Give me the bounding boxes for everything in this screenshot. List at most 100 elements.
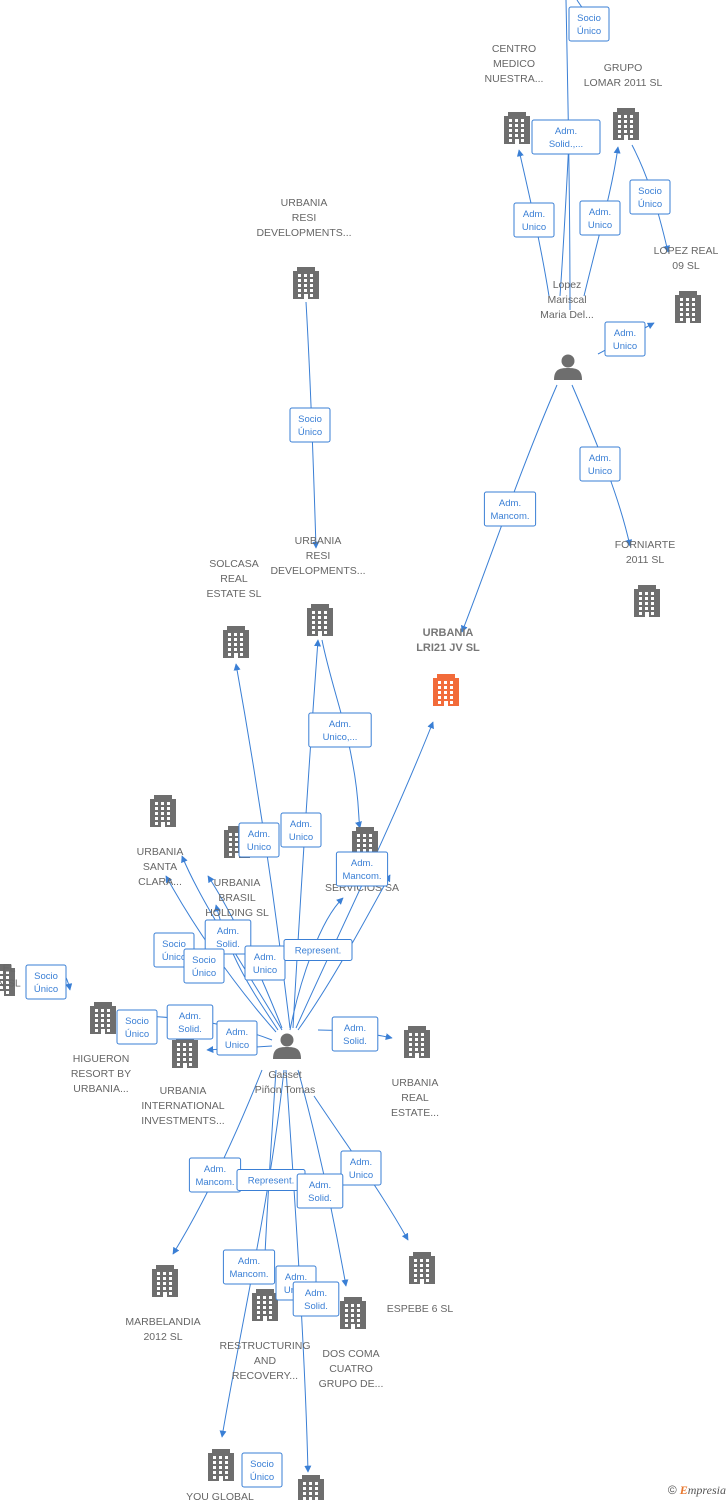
edge-label-text: Unico — [588, 466, 612, 477]
edge-label-text: Adm. — [589, 453, 611, 464]
node-label: INVESTMENTS... — [141, 1115, 224, 1127]
node-label: URBANIA — [392, 1077, 439, 1089]
edge-label-resi2_adm2: Adm.Unico — [280, 812, 322, 848]
edge-line — [321, 639, 362, 829]
edge-label-text: Adm. — [285, 1272, 307, 1283]
building-icon — [340, 1297, 366, 1329]
building-icon — [293, 267, 319, 299]
edge-label-text: Único — [577, 26, 601, 37]
node-label: DEVELOPMENTS... — [256, 227, 351, 239]
node-label: 09 SL — [672, 260, 700, 272]
node-elsl[interactable]: EL N SL — [0, 963, 21, 997]
edge-label-restructuring_solid: Adm.Solid. — [292, 1281, 340, 1317]
node-label: 2012 SL — [143, 1331, 182, 1343]
node-youglobal[interactable]: YOU GLOBAL — [186, 1449, 254, 1500]
edge-label-text: Adm. — [499, 498, 521, 509]
edge-label-text: Mancom. — [490, 511, 529, 522]
node-label: URBANIA — [214, 877, 261, 889]
edge-label-text: Único — [638, 199, 662, 210]
node-label: N SL — [0, 978, 21, 990]
edge-label-text: Socio — [162, 939, 186, 950]
node-bottom[interactable] — [298, 1475, 324, 1500]
edge-label-text: Socio — [638, 186, 662, 197]
person-icon — [273, 1033, 301, 1059]
building-icon — [152, 1265, 178, 1297]
node-label: RESTRUCTURING — [220, 1340, 311, 1352]
edge-label-text: Único — [298, 427, 322, 438]
edge-label-text: Adm. — [204, 1164, 226, 1175]
edge-label-text: Adm. — [614, 328, 636, 339]
node-label: REAL — [220, 573, 248, 585]
edge-label-text: Único — [250, 1472, 274, 1483]
node-centro[interactable]: CENTROMEDICONUESTRA... — [485, 43, 544, 144]
edge-label-text: Adm. — [523, 209, 545, 220]
node-label: MARBELANDIA — [125, 1316, 200, 1328]
node-label: GRUPO DE... — [319, 1378, 384, 1390]
node-label: URBANIA — [160, 1085, 207, 1097]
edge-label-text: Socio — [125, 1016, 149, 1027]
node-label: BRASIL — [218, 892, 256, 904]
edge-label-centro_adm: Adm.Unico — [513, 202, 555, 238]
node-santa[interactable]: URBANIASANTACLARA... — [137, 795, 184, 888]
edge-label-text: Unico — [289, 832, 313, 843]
node-label: EL — [3, 963, 16, 975]
node-intl[interactable]: URBANIAINTERNATIONALINVESTMENTS... — [141, 1036, 225, 1127]
edge-label-text: Adm. — [217, 926, 239, 937]
node-label: RESI — [292, 212, 317, 224]
edge-label-text: Adm. — [238, 1256, 260, 1267]
node-label: CENTRO — [492, 43, 536, 55]
node-restructuring[interactable]: RESTRUCTURINGANDRECOVERY... — [220, 1289, 311, 1382]
edge-label-text: Adm. — [329, 719, 351, 730]
node-label: Maria Del... — [540, 309, 594, 321]
edge-label-text: Solid. — [216, 939, 240, 950]
node-label: Mariscal — [547, 294, 586, 306]
node-label: ESTATE SL — [206, 588, 261, 600]
edge-label-text: Unico — [613, 341, 637, 352]
edge-label-lopez09_adm: Adm. Unico — [604, 321, 646, 357]
edge-label-text: Adm. — [309, 1180, 331, 1191]
edge-label-text: Adm. — [254, 952, 276, 963]
node-espebe[interactable]: ESPEBE 6 SL — [387, 1252, 454, 1315]
node-label: ESPEBE 6 SL — [387, 1303, 454, 1315]
edge-label-text: Adm. — [350, 1157, 372, 1168]
node-label: URBANIA — [137, 846, 184, 858]
empresia-copyright: © Empresia — [668, 1483, 726, 1498]
node-resi1[interactable]: URBANIARESIDEVELOPMENTS... — [256, 197, 352, 299]
edge-label-text: Solid. — [343, 1036, 367, 1047]
node-resi2[interactable]: URBANIARESIDEVELOPMENTS... — [270, 535, 366, 636]
edge-label-text: Unico — [225, 1040, 249, 1051]
edge-label-text: Adm. — [179, 1011, 201, 1022]
node-label: Gasset — [268, 1069, 301, 1081]
edge-label-intl_adm: Adm.Unico — [216, 1020, 258, 1056]
node-label: Piñon Tomas — [255, 1084, 316, 1096]
edge-label-solcasa_adm: Adm.Unico — [238, 822, 280, 858]
edge-label-text: Único — [125, 1029, 149, 1040]
node-realestate[interactable]: URBANIAREALESTATE... — [391, 1026, 439, 1119]
edge-label-resi2_adm: Adm. Unico,... — [308, 712, 372, 748]
edge-label-represent2: Represent. — [236, 1169, 306, 1191]
edge-label-text: Socio — [34, 971, 58, 982]
edge-label-text: Adm. — [555, 126, 577, 137]
edge-label-text: Socio — [250, 1459, 274, 1470]
edge-label-represent: Represent. — [283, 939, 353, 961]
building-icon — [208, 1449, 234, 1481]
edge-label-text: Unico,... — [323, 732, 358, 743]
node-marbelandia[interactable]: MARBELANDIA 2012 SL — [125, 1265, 201, 1343]
edge-label-text: Solid. — [178, 1024, 202, 1035]
building-icon — [634, 585, 660, 617]
edge-label-text: Adm. — [248, 829, 270, 840]
edge-label-text: Adm. — [351, 858, 373, 869]
